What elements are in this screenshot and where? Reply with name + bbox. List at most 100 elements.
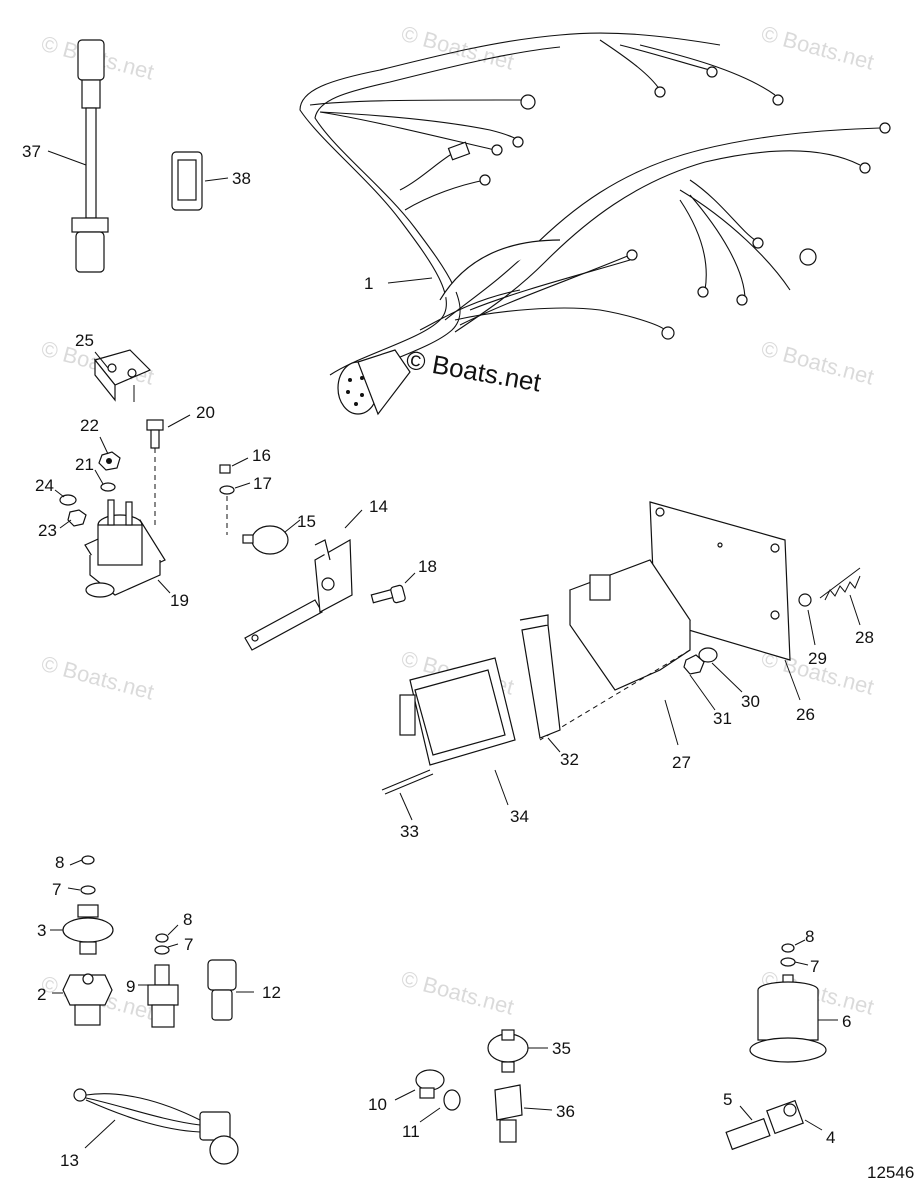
washer-8: [81, 855, 95, 865]
callout-33: 33: [400, 822, 419, 841]
watermark: © Boats.net: [759, 336, 877, 390]
callout-7-c: 7: [810, 957, 819, 976]
ignition-module: [569, 559, 691, 691]
callout-35: 35: [552, 1039, 571, 1058]
ring-terminal-icon: [697, 286, 709, 298]
callout-34: 34: [510, 807, 529, 826]
temperature-sender-probe: [71, 39, 109, 273]
washer-30: [698, 647, 718, 663]
ring-terminal-icon: [799, 248, 817, 266]
washer-8: [781, 943, 795, 953]
ring-terminal-icon: [859, 162, 871, 174]
sender-35: [487, 1029, 529, 1073]
ring-terminal-icon: [479, 174, 491, 186]
callout-27: 27: [672, 753, 691, 772]
oil-pressure-sender-6: [749, 974, 827, 1063]
ring-terminal-icon: [752, 237, 764, 249]
watermark: © Boats.net: [39, 651, 157, 705]
o-ring-11: [443, 1089, 461, 1111]
callout-30: 30: [741, 692, 760, 711]
callout-36: 36: [556, 1102, 575, 1121]
ring-terminal-icon: [736, 294, 748, 306]
callout-19: 19: [170, 591, 189, 610]
adapter-2: [62, 973, 113, 1026]
callout-2: 2: [37, 985, 46, 1004]
callout-6: 6: [842, 1012, 851, 1031]
screw-20: [146, 419, 164, 449]
terminal-bracket: [93, 349, 152, 402]
callout-32: 32: [560, 750, 579, 769]
callout-labels: 1 2 3 4 5 6 7 8 9 10 11 12 13 14 15 16 1…: [22, 142, 914, 1182]
ring-terminal-icon: [661, 326, 675, 340]
connector-icon: [447, 141, 471, 161]
callout-13: 13: [60, 1151, 79, 1170]
spring-28: [819, 567, 861, 601]
callout-4: 4: [826, 1128, 835, 1147]
callout-8-b: 8: [183, 910, 192, 929]
watermarks: © Boats.net © Boats.net © Boats.net © Bo…: [39, 21, 877, 1025]
callout-15: 15: [297, 512, 316, 531]
callout-12: 12: [262, 983, 281, 1002]
adapter-5: [725, 1117, 771, 1151]
callout-29: 29: [808, 649, 827, 668]
ring-terminal-icon: [879, 122, 891, 134]
callout-11: 11: [402, 1122, 420, 1141]
washer-29: [798, 593, 812, 607]
diagram-number: 12546: [867, 1163, 914, 1182]
ring-terminal-icon: [772, 94, 784, 106]
washer-8: [155, 933, 169, 943]
washer-7: [780, 957, 796, 967]
ring-terminal-icon: [512, 136, 524, 148]
callout-3: 3: [37, 921, 46, 940]
watermark: © Boats.net: [399, 21, 517, 75]
fitting-36: [494, 1084, 523, 1143]
callout-28: 28: [855, 628, 874, 647]
callout-5: 5: [723, 1090, 732, 1109]
callout-22: 22: [80, 416, 99, 435]
callout-16: 16: [252, 446, 271, 465]
callout-21: 21: [75, 455, 94, 474]
callout-8: 8: [55, 853, 64, 872]
ring-terminal-icon: [520, 94, 536, 110]
brand-stamp: © Boats.net: [404, 344, 544, 397]
watermark: © Boats.net: [759, 21, 877, 75]
screw-18: [370, 584, 406, 604]
ring-terminal-icon: [654, 86, 666, 98]
sensor-12: [207, 959, 237, 1021]
watermark: © Boats.net: [399, 966, 517, 1020]
callout-37: 37: [22, 142, 41, 161]
callout-14: 14: [369, 497, 388, 516]
oil-pressure-switch-3: [62, 904, 114, 955]
pigtail-harness-13: [73, 1088, 239, 1165]
plug-10: [415, 1069, 445, 1099]
tee-fitting-4: [766, 1099, 804, 1135]
callout-7-b: 7: [184, 935, 193, 954]
callout-23: 23: [38, 521, 57, 540]
callout-8-c: 8: [805, 927, 814, 946]
starter-solenoid: [84, 499, 166, 598]
callout-17: 17: [253, 474, 272, 493]
callout-31: 31: [713, 709, 732, 728]
control-module: [399, 657, 516, 766]
ring-terminal-icon: [626, 249, 638, 261]
washer-17: [219, 485, 235, 495]
washer-21: [100, 482, 116, 492]
sender-15: [242, 525, 289, 555]
screw-33: [381, 769, 431, 791]
washer-7: [154, 945, 170, 955]
callout-25: 25: [75, 331, 94, 350]
washer-7: [80, 885, 96, 895]
callout-7: 7: [52, 880, 61, 899]
callout-10: 10: [368, 1095, 387, 1114]
ring-terminal-icon: [491, 144, 503, 156]
callout-1: 1: [364, 274, 373, 293]
washer-24: [59, 494, 77, 506]
nut-31: [683, 654, 705, 675]
callout-24: 24: [35, 476, 54, 495]
callout-20: 20: [196, 403, 215, 422]
screw-16: [219, 464, 231, 474]
connector-plug: [171, 151, 203, 211]
module-bracket: [519, 614, 561, 739]
